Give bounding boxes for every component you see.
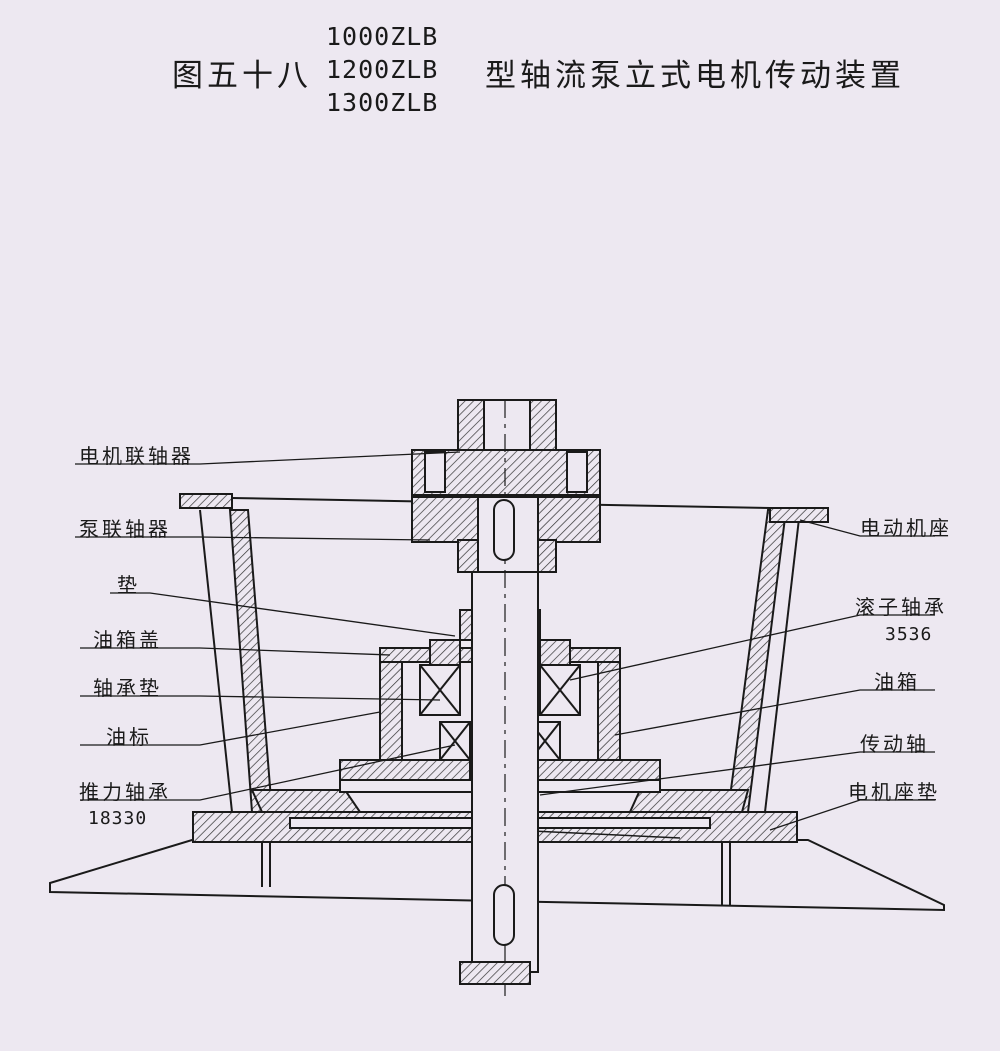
model-1300: 1300ZLB bbox=[326, 88, 439, 117]
leader-pump-coupling bbox=[75, 536, 431, 541]
title-suffix: 型轴流泵立式电机传动装置 bbox=[485, 58, 905, 94]
model-list: 1000ZLB 1200ZLB 1300ZLB bbox=[326, 20, 438, 119]
leader-oil-tank bbox=[614, 689, 935, 736]
label-gasket: 垫 bbox=[117, 573, 140, 597]
shaft-end bbox=[459, 961, 531, 985]
model-1000: 1000ZLB bbox=[326, 22, 439, 51]
leader-drive-shaft bbox=[539, 751, 935, 796]
leader-motor-coupling bbox=[75, 451, 461, 465]
leader-oil-gauge bbox=[80, 711, 381, 746]
top-flange-left bbox=[179, 493, 233, 509]
leader-gasket bbox=[110, 592, 456, 637]
label-oil-tank-cover: 油箱盖 bbox=[93, 628, 162, 652]
leader-motor-base-pad bbox=[769, 799, 935, 831]
leader-roller-bearing bbox=[569, 614, 935, 681]
label-motor-coupling: 电机联轴器 bbox=[79, 444, 194, 468]
leader-oil-tank-cover bbox=[80, 647, 391, 656]
model-1200: 1200ZLB bbox=[326, 55, 439, 84]
label-oil-tank: 油箱 bbox=[874, 670, 920, 694]
label-thrust-bearing-no: 18330 bbox=[88, 808, 148, 829]
motor-base-right-wall bbox=[726, 509, 788, 813]
title-prefix: 图五十八 bbox=[172, 58, 312, 94]
label-motor-base: 电动机座 bbox=[860, 516, 952, 540]
label-bearing-pad: 轴承垫 bbox=[93, 676, 162, 700]
label-roller-bearing: 滚子轴承 bbox=[855, 595, 947, 619]
motor-base-left-wall bbox=[228, 509, 274, 813]
label-roller-bearing-no: 3536 bbox=[885, 624, 933, 645]
label-pump-coupling: 泵联轴器 bbox=[79, 517, 171, 541]
oil-tank-right bbox=[597, 659, 621, 776]
label-motor-base-pad: 电机座垫 bbox=[848, 780, 940, 804]
label-oil-gauge: 油标 bbox=[106, 725, 152, 749]
label-drive-shaft: 传动轴 bbox=[860, 732, 929, 756]
oil-tank-floor-left bbox=[339, 759, 471, 781]
leader-bearing-pad bbox=[80, 695, 441, 701]
leader-thrust-bearing bbox=[80, 744, 456, 801]
oil-tank-floor-right bbox=[529, 759, 661, 781]
top-flange-right bbox=[769, 507, 829, 523]
leader-motor-base bbox=[799, 519, 935, 537]
label-thrust-bearing: 推力轴承 bbox=[79, 780, 171, 804]
